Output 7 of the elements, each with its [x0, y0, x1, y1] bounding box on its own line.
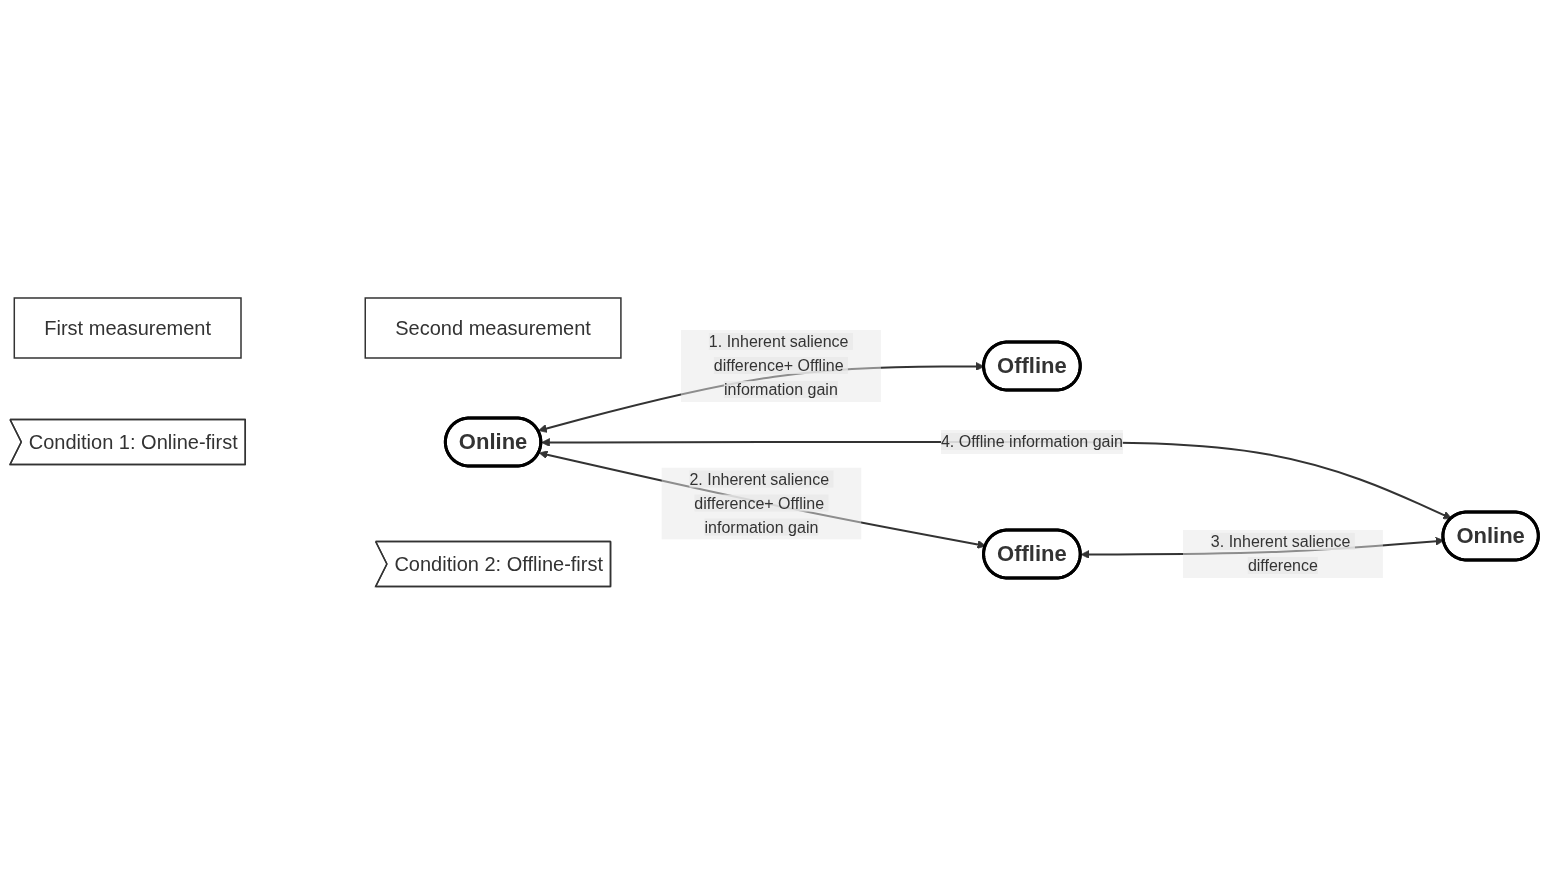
- edge-label: 4. Offline information gain: [941, 433, 1124, 451]
- edge-label: 1. Inherent salience difference+ Offline information gain: [709, 333, 849, 399]
- node-box: First measurement: [13, 297, 243, 359]
- edge-label: 3. Inherent salience difference: [1211, 533, 1351, 575]
- arrow: [539, 450, 987, 550]
- edge-label: 2. Inherent salience difference+ Offline information gain: [689, 470, 830, 536]
- node-box: Second measurement: [364, 297, 622, 359]
